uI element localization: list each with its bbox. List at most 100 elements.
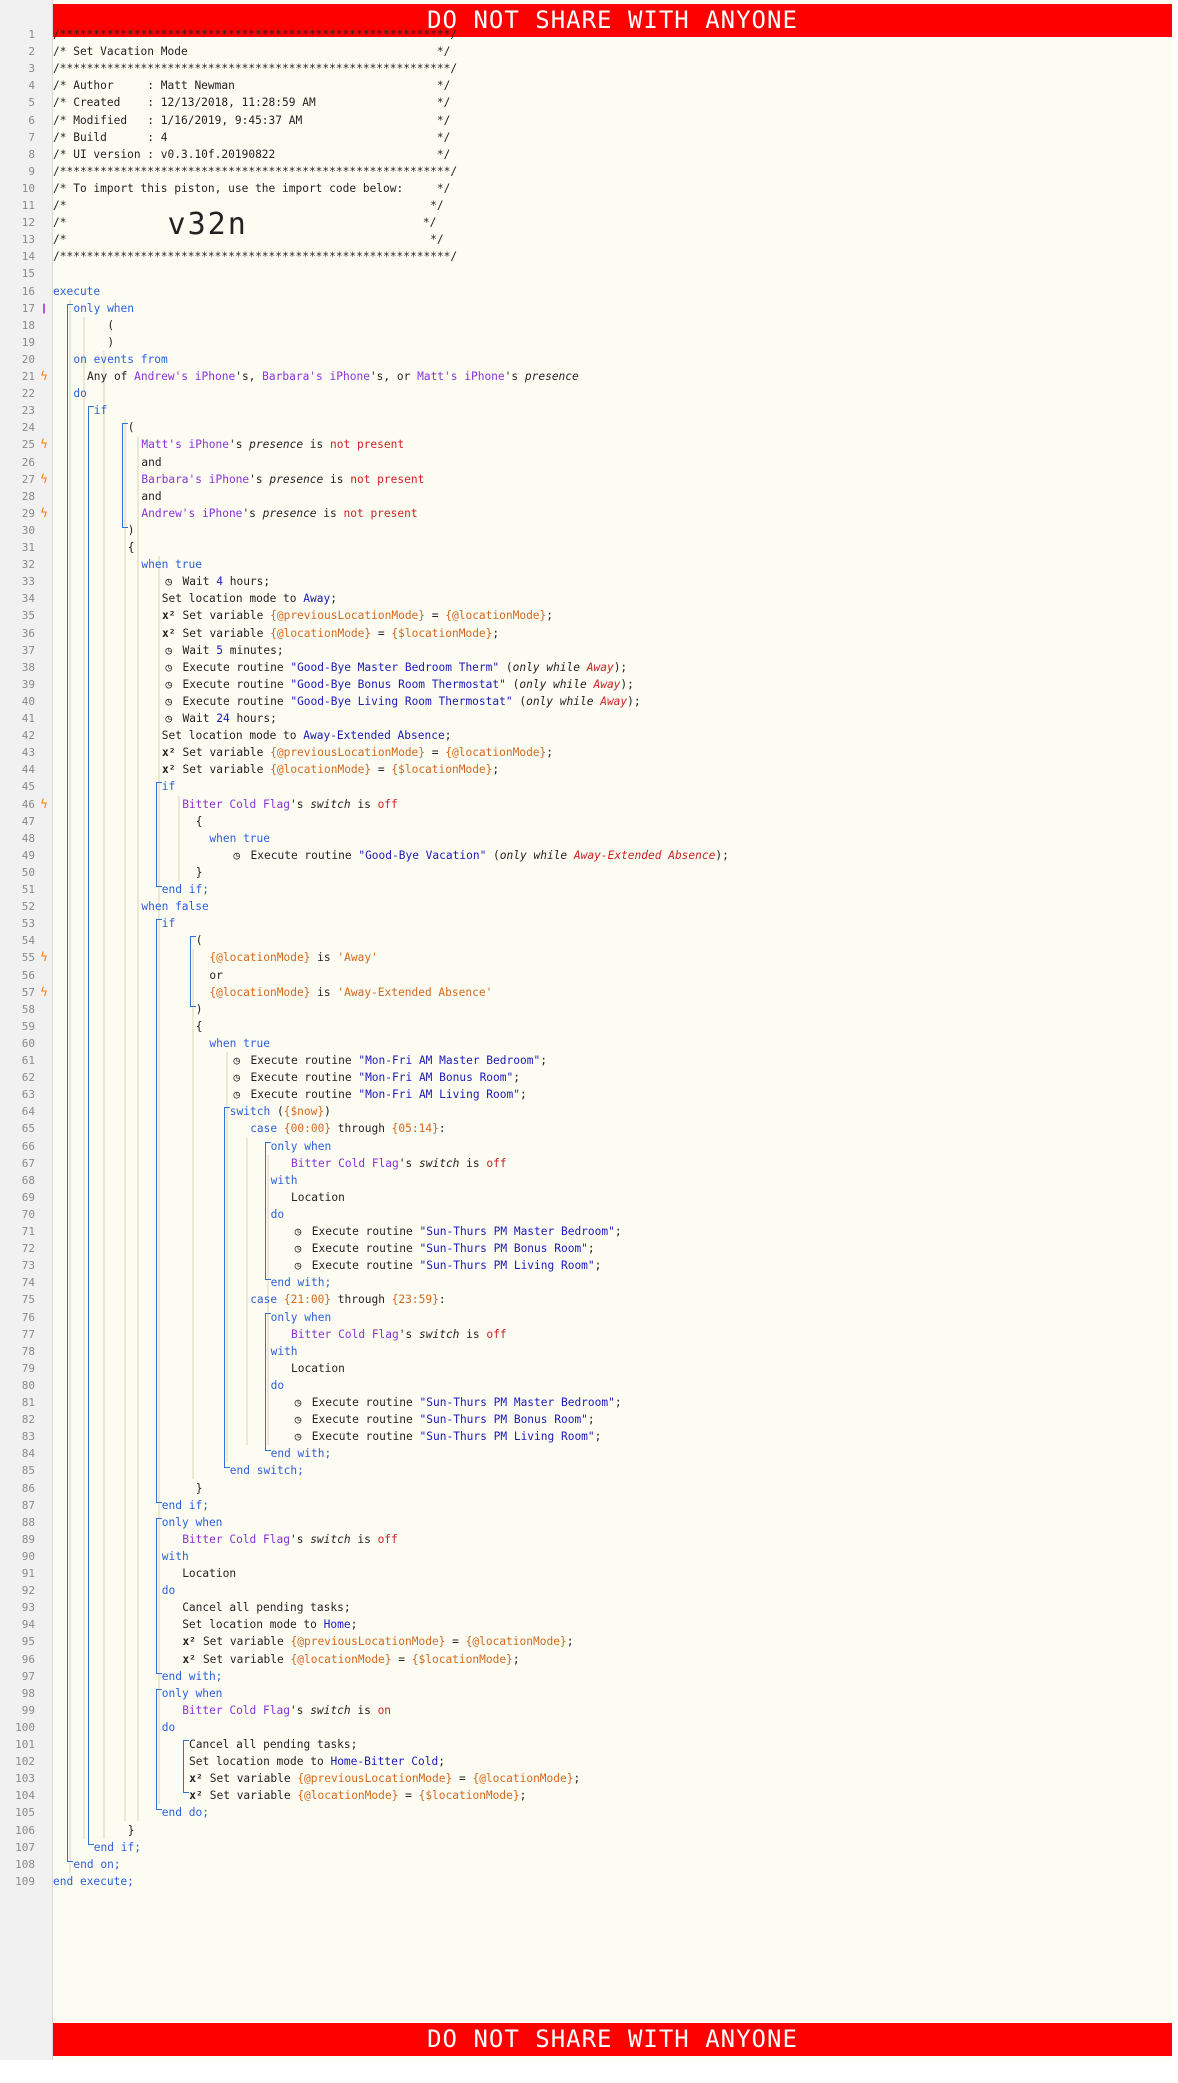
line-number: 17 [21,301,35,315]
code-token: Set variable [209,1789,298,1803]
lightning-trigger-icon[interactable]: ϟ [40,437,48,452]
line-number: 38 [21,660,35,674]
line-number: 107 [15,1840,35,1854]
code-token: Set variable [202,1652,291,1666]
line-number: 71 [21,1225,35,1238]
clock-icon: ◷ [294,1242,302,1256]
clock-icon: ◷ [294,1225,302,1238]
code-token: and [141,455,162,469]
code-line: ◷ Execute routine "Good-Bye Living Room … [162,693,641,710]
line-number: 68 [21,1173,35,1187]
lightning-trigger-icon[interactable]: ϟ [40,796,48,811]
lightning-trigger-icon[interactable]: ϟ [40,471,48,486]
clock-icon: ◷ [233,1054,241,1067]
code-token: {@locationMode} [270,626,372,640]
line-number: 7 [28,130,35,144]
code-line: Andrew's iPhone's presence is not presen… [141,505,417,522]
condition-icon[interactable]: ❙ [40,300,48,315]
code-token: is [310,951,338,965]
clock-icon: ◷ [165,694,173,708]
code-token: 's, or [369,370,418,383]
code-line: /* v32n */ [53,210,436,240]
code-token: ); [620,677,634,691]
code-token: ); [627,694,641,708]
code-line: /***************************************… [53,248,457,265]
code-token: Cancel all pending tasks; [189,1738,358,1751]
line-number: 45 [21,780,35,794]
line-number: 13 [21,233,35,247]
code-token: ); [613,660,628,674]
code-token: ( [270,1105,284,1119]
code-token: {@locationMode} [209,985,311,999]
clock-icon: ◷ [233,1071,241,1085]
clock-icon: ◷ [294,1259,302,1273]
line-number-gutter [0,0,53,2060]
lightning-trigger-icon[interactable]: ϟ [40,505,48,520]
line-number: 61 [21,1054,35,1067]
code-line: end with; [271,1274,332,1291]
code-token: Location [182,1567,237,1580]
line-number: 8 [28,147,35,161]
code-token: } [195,865,203,879]
code-token: Set location mode to [182,1618,324,1632]
code-line: with [162,1548,189,1565]
code-token: end if; [161,1498,209,1512]
code-line: /* UI version : v0.3.10f.20190822 */ [53,146,450,163]
code-line: only when [271,1138,332,1155]
line-number: 1 [28,28,35,41]
line-number: 98 [21,1686,35,1700]
lightning-trigger-icon[interactable]: ϟ [40,950,48,965]
line-number: 6 [28,113,35,127]
line-number: 31 [21,541,35,554]
code-line: ◷ Execute routine "Sun-Thurs PM Bonus Ro… [291,1411,595,1428]
indent-guide [137,436,140,1822]
code-token: 24 [216,712,230,725]
code-token: ( [499,660,513,674]
code-line: do [73,385,86,402]
code-line: { [196,813,203,830]
lightning-trigger-icon[interactable]: ϟ [40,369,48,383]
line-number: 93 [21,1601,35,1615]
code-token: } [127,1823,135,1837]
code-token: ; [492,763,500,777]
code-line: do [271,1206,284,1223]
line-number: 72 [21,1242,35,1256]
code-token: only when [161,1515,223,1529]
code-token: off [486,1156,507,1170]
code-token: 's [289,797,311,811]
line-number: 28 [21,489,35,503]
code-line: Location [182,1565,236,1582]
code-line: /***************************************… [53,163,457,180]
line-number: 25 [21,438,35,452]
code-token: ; [519,1789,527,1803]
code-line: do [162,1582,175,1599]
code-line: only when [271,1309,332,1326]
code-token: Set variable [182,746,271,760]
code-line: x² Set variable {@previousLocationMode} … [162,744,553,761]
code-token: {@locationMode} [445,746,547,760]
variable-icon: x² [162,626,176,640]
code-token: if [161,780,176,794]
code-token: ; [594,1430,602,1444]
code-token: {21:00} [283,1293,332,1307]
line-number: 20 [21,352,35,366]
line-number: 27 [21,472,35,486]
warning-banner-bottom: DO NOT SHARE WITH ANYONE [53,2023,1172,2056]
code-line: Location [291,1189,345,1206]
code-token: 's [398,1327,419,1341]
code-line: on events from [73,351,167,368]
code-token: Bitter Cold Flag [182,797,290,811]
code-token: 'Away-Extended Absence' [337,985,493,999]
code-token: ; [512,1652,520,1666]
code-token: is [459,1327,487,1341]
line-number: 23 [21,404,35,418]
code-line: if [94,402,107,419]
line-number: 57 [21,985,35,999]
line-number: 51 [21,883,35,896]
code-token: = [445,1635,466,1649]
code-token: Matt's iPhone [417,370,505,383]
line-number: 46 [21,797,35,811]
lightning-trigger-icon[interactable]: ϟ [40,984,48,999]
clock-icon: ◷ [165,575,173,589]
